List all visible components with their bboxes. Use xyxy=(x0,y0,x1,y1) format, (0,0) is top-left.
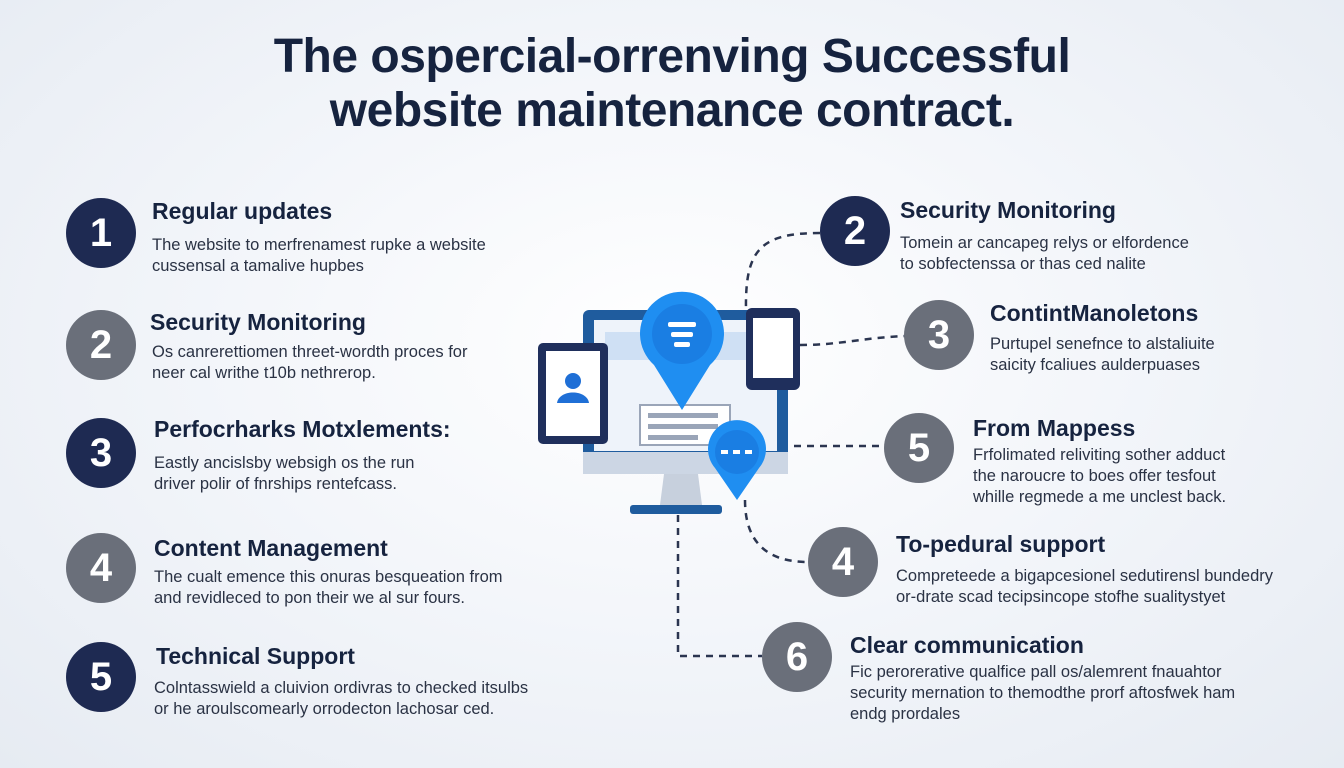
item-description: Fic perorerative qualfice pall os/alemre… xyxy=(850,662,1235,725)
description-line: The cualt emence this onuras besqueation… xyxy=(154,568,503,586)
description-line: or-drate scad tecipsincope stofhe sualit… xyxy=(896,588,1226,606)
description-line: neer cal writhe t10b nethrerop. xyxy=(152,364,376,382)
number-badge: 6 xyxy=(762,622,832,692)
item-heading: From Mappess xyxy=(973,415,1136,441)
user-icon xyxy=(557,373,589,403)
infographic-title: The ospercial-orrenving Successful websi… xyxy=(0,30,1344,138)
item-description: Compreteede a bigapcesionel sedutirensl … xyxy=(896,566,1273,608)
description-line: whille regmede a me unclest back. xyxy=(973,488,1227,506)
connector-to-item-right-4 xyxy=(743,499,809,564)
item-description: Frfolimated reliviting sother adduct the… xyxy=(973,445,1226,508)
item-description: Colntasswield a cluivion ordivras to che… xyxy=(154,678,528,720)
description-line: Tomein ar cancapeg relys or elfordence xyxy=(900,234,1189,252)
chat-pin-icon xyxy=(707,420,766,500)
description-line: saicity fcaliues aulderpuases xyxy=(990,356,1201,374)
number-badge: 5 xyxy=(66,642,136,712)
item-heading: Content Management xyxy=(154,535,388,561)
item-heading: Regular updates xyxy=(152,198,333,224)
tablet-icon xyxy=(538,343,608,444)
description-line: cussensal a tamalive hupbes xyxy=(152,257,364,275)
number-badge: 1 xyxy=(66,198,136,268)
title-line-2: website maintenance contract. xyxy=(329,84,1015,137)
number-badge: 4 xyxy=(66,533,136,603)
number-badge: 2 xyxy=(820,196,890,266)
number-badge: 4 xyxy=(808,527,878,597)
description-line: Colntasswield a cluivion ordivras to che… xyxy=(154,679,529,697)
number-badge: 2 xyxy=(66,310,136,380)
item-description: Eastly ancislsby websigh os the run driv… xyxy=(154,453,414,495)
item-heading: Clear communication xyxy=(850,632,1084,658)
number-badge: 3 xyxy=(66,418,136,488)
description-line: or he aroulscomearly orrodecton lachosar… xyxy=(154,700,495,718)
description-line: The website to merfrenamest rupke a webs… xyxy=(152,236,486,254)
description-line: Purtupel senefnce to alstaliuite xyxy=(990,335,1215,353)
description-line: security mernation to themodthe prorf af… xyxy=(850,684,1236,702)
title-line-1: The ospercial-orrenving Successful xyxy=(273,30,1071,83)
connector-to-item-right-2 xyxy=(799,334,906,347)
item-heading: Security Monitoring xyxy=(900,197,1116,223)
phone-icon xyxy=(746,308,800,390)
item-description: Purtupel senefnce to alstaliuite saicity… xyxy=(990,334,1215,376)
connector-to-item-right-1 xyxy=(744,231,821,311)
item-heading: Technical Support xyxy=(156,643,355,669)
description-line: Compreteede a bigapcesionel sedutirensl … xyxy=(896,567,1273,585)
item-description: The cualt emence this onuras besqueation… xyxy=(154,567,503,609)
item-description: The website to merfrenamest rupke a webs… xyxy=(152,235,486,277)
description-line: Frfolimated reliviting sother adduct xyxy=(973,446,1226,464)
item-heading: Security Monitoring xyxy=(150,309,366,335)
description-line: endg prordales xyxy=(850,705,961,723)
description-line: Fic perorerative qualfice pall os/alemre… xyxy=(850,663,1222,681)
item-description: Os canrerettiomen threet-wordth proces f… xyxy=(152,342,467,384)
connector-to-item-right-5 xyxy=(676,515,762,658)
description-line: and revidleced to pon their we al sur fo… xyxy=(154,589,465,607)
item-description: Tomein ar cancapeg relys or elfordence t… xyxy=(900,233,1189,275)
item-heading: ContintManoletons xyxy=(990,300,1199,326)
number-badge: 5 xyxy=(884,413,954,483)
menu-pin-icon xyxy=(640,291,724,410)
description-line: the naroucre to boes offer tesfout xyxy=(973,467,1216,485)
item-heading: Perfocrharks Motxlements: xyxy=(154,416,451,442)
description-line: Os canrerettiomen threet-wordth proces f… xyxy=(152,343,468,361)
item-heading: To-pedural support xyxy=(896,531,1106,557)
description-line: Eastly ancislsby websigh os the run xyxy=(154,454,415,472)
number-badge: 3 xyxy=(904,300,974,370)
description-line: to sobfectenssa or thas ced nalite xyxy=(900,255,1146,273)
description-line: driver polir of fnrships rentefcass. xyxy=(154,475,398,493)
